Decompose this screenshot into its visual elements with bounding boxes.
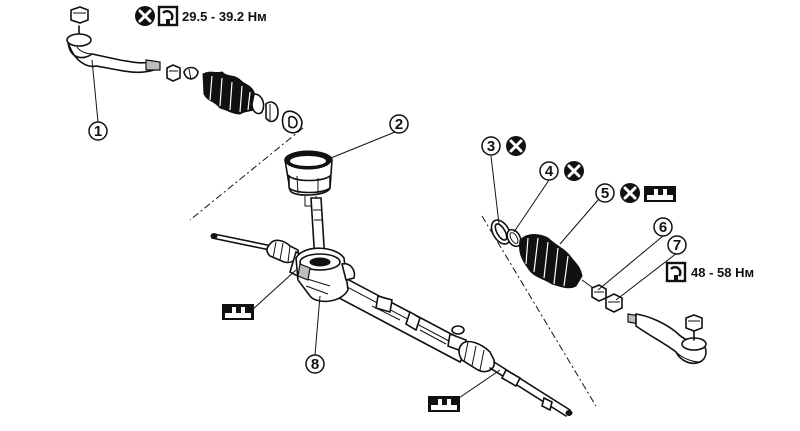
rack-mount-insulator: [284, 150, 333, 196]
assembly-guide-lines: [189, 127, 597, 407]
boot-clamp-4: [506, 228, 522, 248]
callout-4-label: 4: [545, 163, 554, 180]
callout-8-label: 8: [311, 356, 319, 373]
callout-8: 8: [305, 354, 325, 374]
callout-3: 3: [481, 136, 501, 156]
boot-clamp-3: [490, 219, 512, 245]
callout-6: 6: [653, 217, 673, 237]
left-tie-rod-end-nut: [70, 6, 89, 24]
callout-1: 1: [88, 121, 108, 141]
steering-gear-housing: [210, 233, 573, 417]
callout-1-label: 1: [94, 123, 102, 140]
x-circle-icon: [562, 159, 586, 183]
left-boot: [202, 71, 265, 115]
grease-icon: [222, 304, 254, 320]
callout-5: 5: [595, 183, 615, 203]
right-tie-rod-end: [627, 313, 707, 365]
right-tie-rod-end-nut: [685, 314, 703, 332]
right-boot-5: [519, 234, 583, 289]
torque-wrench-icon: [157, 5, 179, 28]
callout-4: 4: [539, 161, 559, 181]
torque-value-right: 48 - 58 Нм: [691, 265, 754, 280]
grease-icon: [644, 186, 676, 202]
callout-3-label: 3: [487, 138, 495, 155]
x-circle-icon: [618, 181, 642, 205]
grease-icon: [428, 396, 460, 412]
callout-2: 2: [389, 114, 409, 134]
callout-7: 7: [667, 235, 687, 255]
left-lock-nut: [166, 64, 181, 82]
torque-wrench-icon: [665, 261, 687, 284]
left-boot-clamp: [265, 101, 279, 123]
callout-5-label: 5: [601, 185, 609, 202]
leader-lines: [91, 59, 678, 401]
callout-2-label: 2: [395, 116, 403, 133]
left-tie-rod-end: [66, 25, 161, 74]
callout-7-label: 7: [673, 237, 681, 254]
torque-value-top: 29.5 - 39.2 Нм: [182, 9, 267, 24]
x-circle-icon: [504, 134, 528, 158]
x-circle-icon: [133, 4, 157, 28]
callout-6-label: 6: [659, 219, 667, 236]
left-rod-clamp: [183, 66, 199, 81]
left-boot-band: [281, 110, 303, 134]
lock-nut-6: [591, 284, 607, 302]
